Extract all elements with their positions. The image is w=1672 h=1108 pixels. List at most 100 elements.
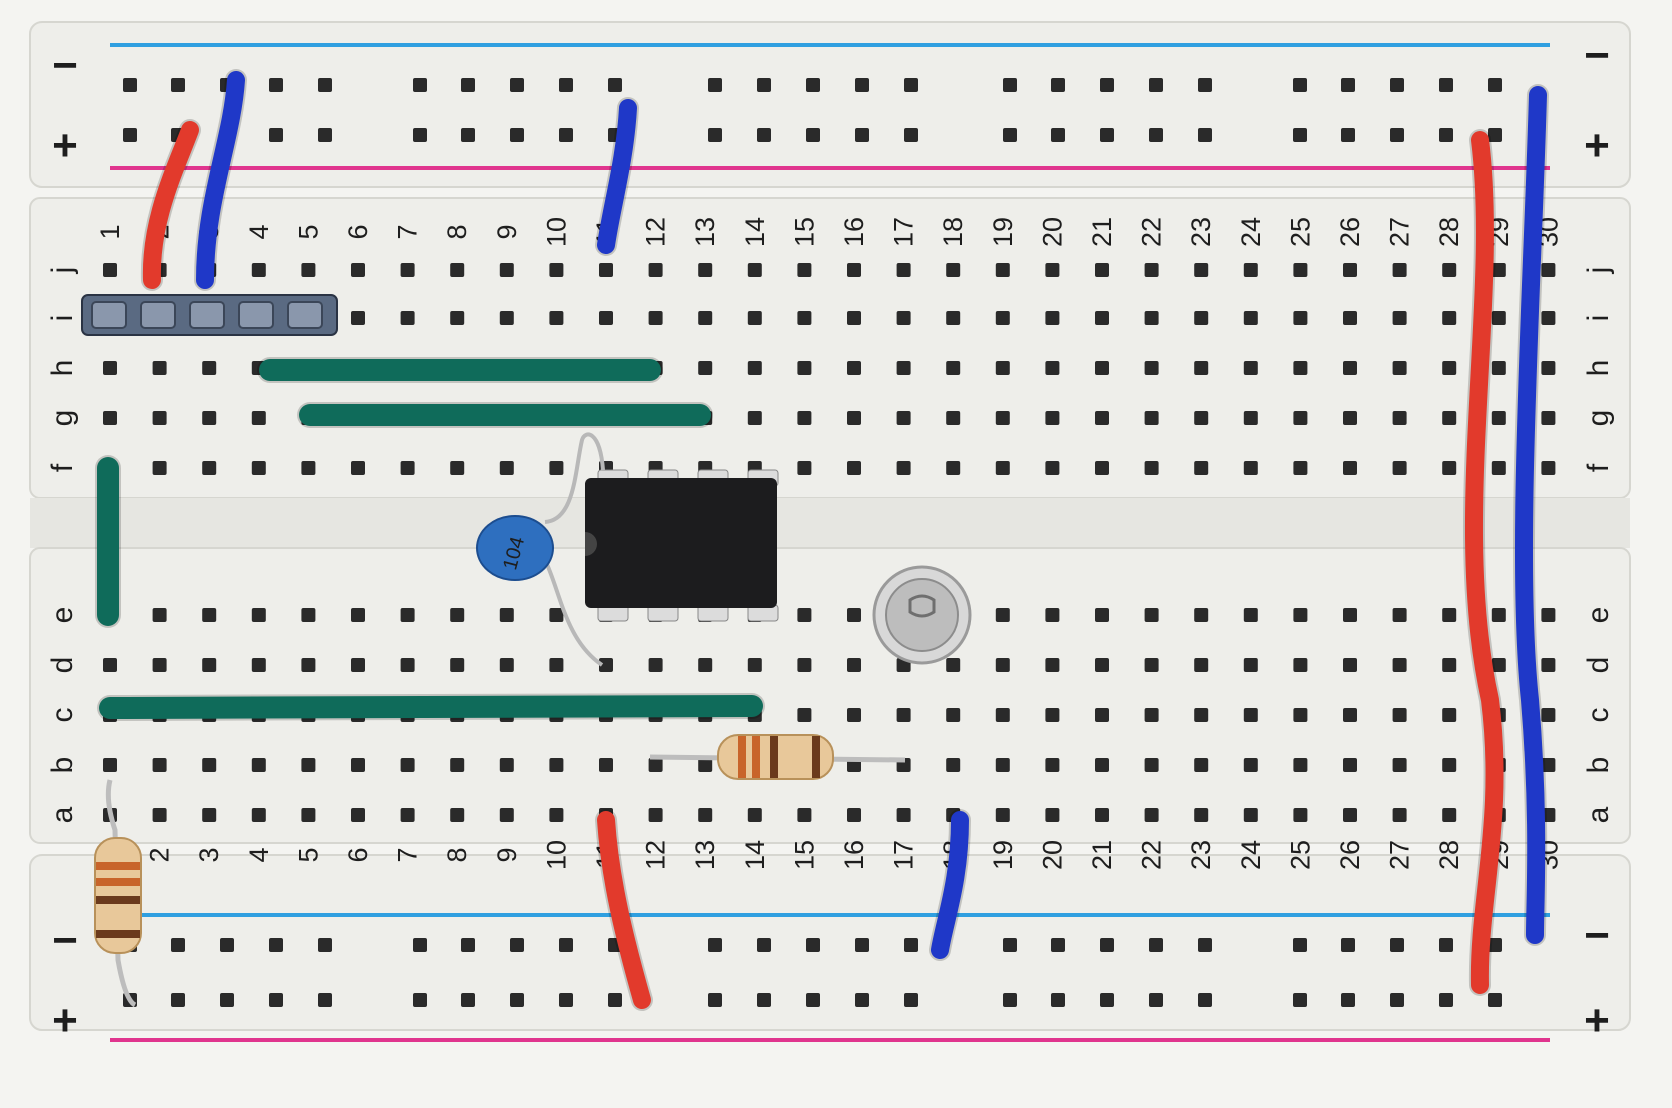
terminal-hole — [499, 263, 514, 277]
rail-hole — [510, 993, 524, 1007]
terminal-hole — [995, 708, 1010, 722]
terminal-hole — [400, 758, 415, 772]
terminal-hole — [152, 411, 167, 425]
rail-hole — [1390, 938, 1404, 952]
rail-hole — [1439, 78, 1453, 92]
terminal-hole — [1194, 361, 1209, 375]
row-letter-left: a — [46, 806, 79, 823]
terminal-hole — [301, 608, 316, 622]
terminal-hole — [1144, 411, 1159, 425]
terminal-hole — [549, 311, 564, 325]
terminal-hole — [1541, 708, 1556, 722]
rail-hole — [1439, 128, 1453, 142]
terminal-hole — [1392, 658, 1407, 672]
terminal-hole — [1491, 361, 1506, 375]
rail-hole — [413, 78, 427, 92]
rail-hole — [1051, 938, 1065, 952]
terminal-hole — [847, 411, 861, 425]
terminal-hole — [1392, 361, 1407, 375]
jumper-wires — [95, 69, 1549, 1011]
column-number-bottom: 13 — [690, 840, 720, 870]
terminal-hole — [896, 411, 911, 425]
terminal-hole — [1442, 808, 1457, 822]
terminal-hole — [202, 361, 217, 375]
terminal-hole — [1442, 411, 1457, 425]
terminal-hole — [351, 311, 365, 325]
terminal-hole — [946, 263, 961, 277]
rail-hole — [220, 993, 234, 1007]
column-number-top: 20 — [1037, 217, 1067, 247]
rail-hole — [559, 128, 573, 142]
rail-hole — [608, 78, 622, 92]
breadboard-labels: −+−+−+−+11223344556677889910101111121213… — [46, 31, 1615, 1045]
column-number-top: 12 — [641, 217, 671, 247]
terminal-hole — [847, 461, 861, 475]
terminal-hole — [995, 461, 1010, 475]
rail-hole — [413, 993, 427, 1007]
terminal-hole — [1442, 361, 1457, 375]
terminal-hole — [351, 808, 365, 822]
terminal-hole — [1045, 808, 1060, 822]
column-number-bottom: 23 — [1186, 840, 1216, 870]
column-number-top: 8 — [442, 224, 472, 239]
terminal-hole — [1392, 758, 1407, 772]
terminal-hole — [1293, 758, 1308, 772]
column-number-top: 21 — [1087, 217, 1117, 247]
terminal-hole — [747, 658, 762, 672]
row-letter-right: i — [1582, 315, 1615, 322]
row-letter-left: j — [46, 267, 79, 275]
terminal-hole — [995, 311, 1010, 325]
terminal-hole — [1045, 461, 1060, 475]
terminal-hole — [698, 758, 713, 772]
terminal-hole — [1392, 263, 1407, 277]
resistor-band — [770, 736, 778, 778]
capacitor-lead — [544, 432, 605, 524]
terminal-hole — [1541, 311, 1556, 325]
rail-hole — [1488, 938, 1502, 952]
terminal-hole — [1243, 263, 1258, 277]
rail-hole — [269, 993, 283, 1007]
terminal-hole — [995, 411, 1010, 425]
column-number-bottom: 20 — [1037, 840, 1067, 870]
terminal-hole — [1343, 758, 1357, 772]
terminal-hole — [1293, 808, 1308, 822]
ic-chip — [585, 469, 779, 622]
terminal-hole — [251, 608, 266, 622]
terminal-hole — [847, 263, 861, 277]
row-letter-right: d — [1582, 657, 1615, 674]
terminal-hole — [549, 461, 564, 475]
terminal-hole — [549, 808, 564, 822]
rail-hole — [1390, 128, 1404, 142]
terminal-hole — [1343, 361, 1357, 375]
column-number-top: 22 — [1137, 217, 1167, 247]
terminal-hole — [1491, 411, 1506, 425]
column-number-top: 23 — [1186, 217, 1216, 247]
column-number-bottom: 2 — [145, 847, 175, 862]
rail-hole — [1488, 128, 1502, 142]
bottom-left-minus-sign: − — [52, 916, 78, 965]
column-number-top: 25 — [1285, 217, 1315, 247]
terminal-hole — [747, 311, 762, 325]
terminal-hole — [1045, 608, 1060, 622]
row-letter-right: g — [1582, 410, 1615, 427]
rail-hole — [757, 128, 771, 142]
terminal-hole — [698, 263, 713, 277]
terminal-hole — [599, 658, 613, 672]
terminal-hole — [1392, 608, 1407, 622]
row-letter-right: b — [1582, 757, 1615, 774]
rail-hole — [318, 128, 332, 142]
terminal-hole — [1144, 708, 1159, 722]
terminal-hole — [1095, 658, 1109, 672]
terminal-hole — [1243, 658, 1258, 672]
terminal-hole — [995, 658, 1010, 672]
terminal-hole — [1045, 263, 1060, 277]
rail-hole — [171, 993, 185, 1007]
rail-hole — [757, 993, 771, 1007]
terminal-hole — [698, 808, 713, 822]
terminal-hole — [797, 361, 812, 375]
terminal-hole — [1144, 311, 1159, 325]
rail-hole — [1149, 938, 1163, 952]
rail-hole — [461, 128, 475, 142]
terminal-hole — [103, 263, 117, 277]
capacitor-body — [476, 515, 554, 581]
